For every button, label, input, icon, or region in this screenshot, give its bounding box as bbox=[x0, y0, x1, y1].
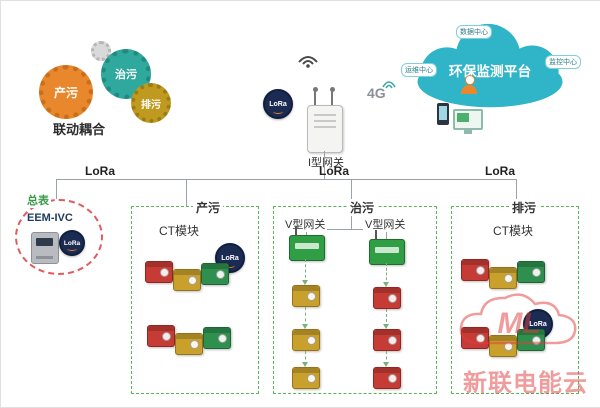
down-arrow bbox=[383, 351, 389, 367]
phone-icon bbox=[437, 103, 449, 125]
ct-module-green bbox=[201, 263, 229, 285]
zone1-module-label: CT模块 bbox=[159, 224, 199, 238]
cloud-platform: 环保监测平台 bbox=[417, 23, 563, 108]
small-gear-icon bbox=[91, 41, 111, 61]
vgateway-a-label: V型网关 bbox=[283, 216, 328, 232]
ct-module-yellow bbox=[489, 267, 517, 289]
meter-device-label: EEM-IVC bbox=[27, 212, 73, 224]
ct-module-green bbox=[203, 327, 231, 349]
person-icon bbox=[465, 75, 475, 85]
ct-module-red bbox=[147, 325, 175, 347]
lora-bus-label-left: LoRa bbox=[85, 164, 115, 178]
connector-gateway bbox=[324, 151, 325, 179]
ct-module-yellow bbox=[175, 333, 203, 355]
gears-caption: 联动耦合 bbox=[53, 122, 106, 137]
zone2-split-line bbox=[306, 229, 386, 230]
down-arrow bbox=[383, 309, 389, 329]
cloud-node-data-center: 数据中心 bbox=[456, 25, 492, 39]
zone3-module-label: CT模块 bbox=[493, 224, 533, 238]
gateway-antenna-icon bbox=[329, 87, 335, 105]
ct-module-yellow bbox=[173, 269, 201, 291]
ct-module-green bbox=[517, 329, 545, 351]
ct-module-red bbox=[461, 327, 489, 349]
zone2-stub-b bbox=[386, 229, 387, 239]
lora-badge-zone1: LoRa bbox=[215, 243, 245, 273]
zone-treat-label: 治污 bbox=[347, 199, 378, 216]
gateway-device bbox=[307, 105, 343, 153]
cloud-node-monitor-center: 监控中心 bbox=[545, 55, 581, 69]
ct-module-yellow bbox=[292, 367, 320, 389]
ct-module-yellow bbox=[489, 335, 517, 357]
gateway-antenna-icon bbox=[312, 87, 318, 105]
vgateway-b-label: V型网关 bbox=[363, 216, 408, 232]
gear-treat-label: 治污 bbox=[115, 69, 137, 81]
lora-badge-gateway: LoRa bbox=[263, 89, 293, 119]
zone-discharge-label: 排污 bbox=[509, 199, 540, 216]
down-arrow bbox=[383, 263, 389, 287]
gateway-label: I型网关 bbox=[307, 157, 345, 169]
ct-module-green bbox=[517, 261, 545, 283]
connector-zone1 bbox=[186, 179, 187, 206]
zone2-stub-a bbox=[306, 229, 307, 235]
lora-badge-text: LoRa bbox=[269, 100, 287, 108]
lora-badge-meter: LoRa bbox=[59, 230, 85, 256]
down-arrow bbox=[302, 351, 308, 367]
wifi-icon bbox=[298, 56, 318, 68]
connector-meter bbox=[56, 179, 57, 199]
4g-label: 4G bbox=[367, 85, 386, 101]
lora-bus-label-right: LoRa bbox=[485, 164, 515, 178]
v-gateway-device-b bbox=[369, 230, 405, 265]
ct-module-red bbox=[373, 329, 401, 351]
zone-produce-label: 产污 bbox=[193, 199, 224, 216]
ct-module-red bbox=[373, 287, 401, 309]
meter-label: 总表 bbox=[25, 192, 51, 208]
meter-device bbox=[31, 232, 59, 264]
ct-module-red bbox=[373, 367, 401, 389]
v-gateway-device-a bbox=[289, 226, 325, 261]
cloud-title: 环保监测平台 bbox=[449, 63, 532, 79]
ct-module-red bbox=[145, 261, 173, 283]
down-arrow bbox=[302, 307, 308, 329]
ct-module-yellow bbox=[292, 329, 320, 351]
gear-discharge-label: 排污 bbox=[141, 99, 161, 111]
lora-badge-text: LoRa bbox=[529, 320, 547, 328]
lora-badge-text: LoRa bbox=[63, 239, 81, 247]
ct-module-red bbox=[461, 259, 489, 281]
monitor-icon bbox=[453, 109, 483, 134]
meter-group-ellipse bbox=[15, 199, 103, 275]
cloud-node-ops-center: 运维中心 bbox=[401, 63, 437, 77]
person-icon bbox=[461, 85, 477, 94]
down-arrow bbox=[302, 259, 308, 285]
gear-produce-label: 产污 bbox=[53, 85, 78, 100]
lora-badge-text: LoRa bbox=[221, 254, 239, 262]
gear-produce-icon: 产污 bbox=[39, 65, 93, 119]
4g-signal-icon bbox=[382, 81, 396, 89]
ct-module-yellow bbox=[292, 285, 320, 307]
lora-bus-label-mid: LoRa bbox=[319, 164, 349, 178]
gear-discharge-icon: 排污 bbox=[131, 83, 171, 123]
connector-zone3 bbox=[516, 179, 517, 206]
lora-bus-line bbox=[56, 179, 516, 180]
